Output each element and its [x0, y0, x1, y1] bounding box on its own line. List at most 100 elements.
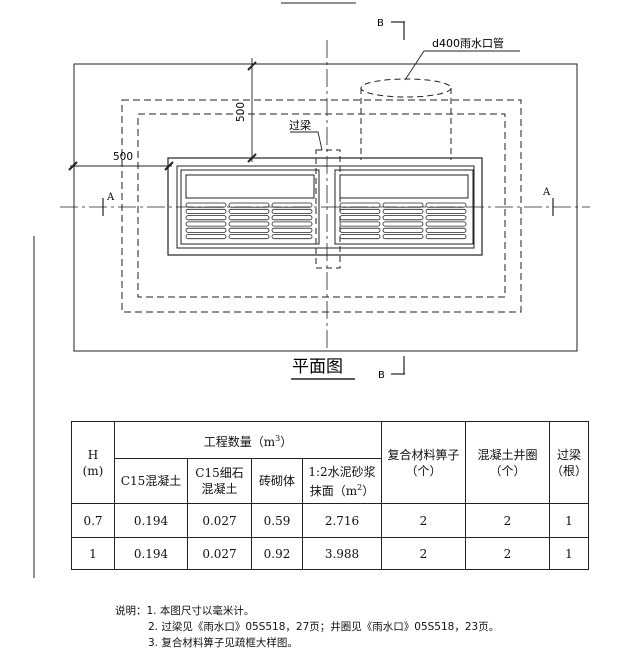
- grate-slot: [425, 202, 467, 208]
- outer-foundation-outline: [73, 63, 578, 352]
- section-label-a-right: A: [542, 187, 551, 198]
- cell-masonry: 0.59: [251, 503, 303, 538]
- grate-slot: [271, 234, 313, 240]
- cell-mortar: 2.716: [302, 503, 382, 538]
- grate-slot: [382, 221, 424, 227]
- c15-fine-line1: C15细石: [195, 466, 244, 480]
- grate-header-line2: （个）: [405, 463, 442, 478]
- grate-slot: [185, 202, 227, 208]
- cell-h: 0.7: [71, 503, 115, 538]
- group-header-text: 工程数量（m: [203, 434, 276, 449]
- ring-header-line1: 混凝土井圈: [477, 447, 538, 462]
- grate-slot: [271, 227, 313, 233]
- notes-label: 说明：: [115, 605, 147, 617]
- cell-beam: 1: [549, 537, 589, 570]
- cell-c15-fine: 0.027: [187, 537, 252, 570]
- cell-c15: 0.194: [114, 537, 188, 570]
- grate-slot: [339, 215, 381, 221]
- note-item: 1. 本图尺寸以毫米计。: [146, 605, 255, 617]
- dim-tick: [247, 61, 257, 71]
- beam-leader-line: [290, 131, 323, 151]
- note-row-2: 2. 过梁见《雨水口》05S518，27页；井圈见《雨水口》05S518，23页…: [115, 619, 499, 635]
- grate-slot: [228, 215, 270, 221]
- inlet-frame-outer: [167, 157, 483, 256]
- dashed-outline-outer: [121, 99, 522, 313]
- notes: 说明：1. 本图尺寸以毫米计。 2. 过梁见《雨水口》05S518，27页；井圈…: [115, 603, 499, 651]
- grate-slot: [382, 234, 424, 240]
- grate-slot: [228, 221, 270, 227]
- grate-slots: [185, 202, 467, 240]
- pipe-leader-line: [404, 50, 520, 81]
- dim-tick: [247, 153, 257, 163]
- beam-header-line1: 过梁: [556, 447, 581, 462]
- grate-slot: [339, 208, 381, 214]
- beam-header-line2: （根）: [550, 463, 587, 478]
- grate-left-solid-panel: [185, 174, 315, 199]
- h-label: H: [87, 447, 99, 462]
- section-label-b-top: B: [377, 18, 384, 29]
- grate-slot: [339, 234, 381, 240]
- grate-slot: [185, 221, 227, 227]
- table-row: 0.7 0.194 0.027 0.59 2.716 2 2 1: [71, 503, 589, 538]
- grate-slot: [228, 227, 270, 233]
- grate-slot: [228, 202, 270, 208]
- h-unit: (m): [82, 463, 104, 478]
- cell-grate: 2: [381, 537, 466, 570]
- mortar-line2-text: 抹面（m: [309, 483, 358, 498]
- masonry-header: 砖砌体: [251, 458, 303, 504]
- mortar-close: ）: [362, 483, 375, 498]
- mortar-line1: 1:2水泥砂浆: [308, 464, 376, 479]
- beam-header: 过梁 （根）: [549, 421, 589, 504]
- cell-ring: 2: [465, 537, 550, 570]
- quantity-table: H (m) 工程数量（m3） 复合材料箅子 （个） 混凝土井圈 （个） 过梁 （…: [71, 421, 589, 570]
- mortar-line2: 抹面（m2）: [303, 480, 381, 499]
- group-header-close: ）: [280, 434, 293, 449]
- grate-slot: [339, 227, 381, 233]
- dim-tick: [164, 161, 174, 171]
- grate-slot: [228, 234, 270, 240]
- section-label-a-left: A: [106, 192, 115, 203]
- cell-c15-fine: 0.027: [187, 503, 252, 538]
- grate-slot: [185, 208, 227, 214]
- c15-header: C15混凝土: [114, 458, 188, 504]
- grate-slot: [185, 227, 227, 233]
- grate-slot: [425, 208, 467, 214]
- grate-header: 复合材料箅子 （个）: [381, 421, 466, 504]
- grate-slot: [425, 234, 467, 240]
- grate-slot: [425, 221, 467, 227]
- grate-slot: [425, 227, 467, 233]
- header-row-1: H (m) 工程数量（m3） 复合材料箅子 （个） 混凝土井圈 （个） 过梁 （…: [71, 421, 589, 504]
- grate-slot: [382, 215, 424, 221]
- grate-slot: [425, 215, 467, 221]
- grate-slot: [185, 215, 227, 221]
- plan-title: 平面图: [292, 357, 343, 377]
- mortar-header: 1:2水泥砂浆 抹面（m2）: [302, 458, 382, 504]
- note-item: 2. 过梁见《雨水口》05S518，27页；井圈见《雨水口》05S518，23页…: [148, 621, 500, 633]
- grate-slot: [382, 202, 424, 208]
- rainwater-pipe: [360, 78, 452, 160]
- grate-slot: [271, 202, 313, 208]
- grate-slot: [271, 208, 313, 214]
- note-row-1: 说明：1. 本图尺寸以毫米计。: [115, 603, 499, 619]
- h-header: H (m): [71, 421, 115, 504]
- mortar-sup: 2: [357, 482, 363, 492]
- note-row-3: 3. 复合材料箅子见疏框大样图。: [115, 635, 499, 651]
- section-mark-b-bottom: [391, 356, 405, 375]
- grate-slot: [271, 215, 313, 221]
- dim-tick: [68, 161, 78, 171]
- grate-slot: [382, 208, 424, 214]
- header-row-2: C15混凝土 C15细石 混凝土 砖砌体 1:2水泥砂浆 抹面（m2）: [72, 458, 589, 504]
- grate-slot: [339, 202, 381, 208]
- section-mark-b-top: [391, 21, 405, 40]
- section-label-b-bottom: B: [378, 370, 385, 381]
- ring-header-line2: （个）: [489, 463, 526, 478]
- cell-ring: 2: [465, 503, 550, 538]
- pipe-label: d400雨水口管: [432, 36, 504, 50]
- cell-beam: 1: [549, 503, 589, 538]
- grate-slot: [228, 208, 270, 214]
- c15-fine-line2: 混凝土: [201, 482, 238, 496]
- dim-label-vertical: 500: [235, 102, 247, 122]
- cell-c15: 0.194: [114, 503, 188, 538]
- grate-slot: [339, 221, 381, 227]
